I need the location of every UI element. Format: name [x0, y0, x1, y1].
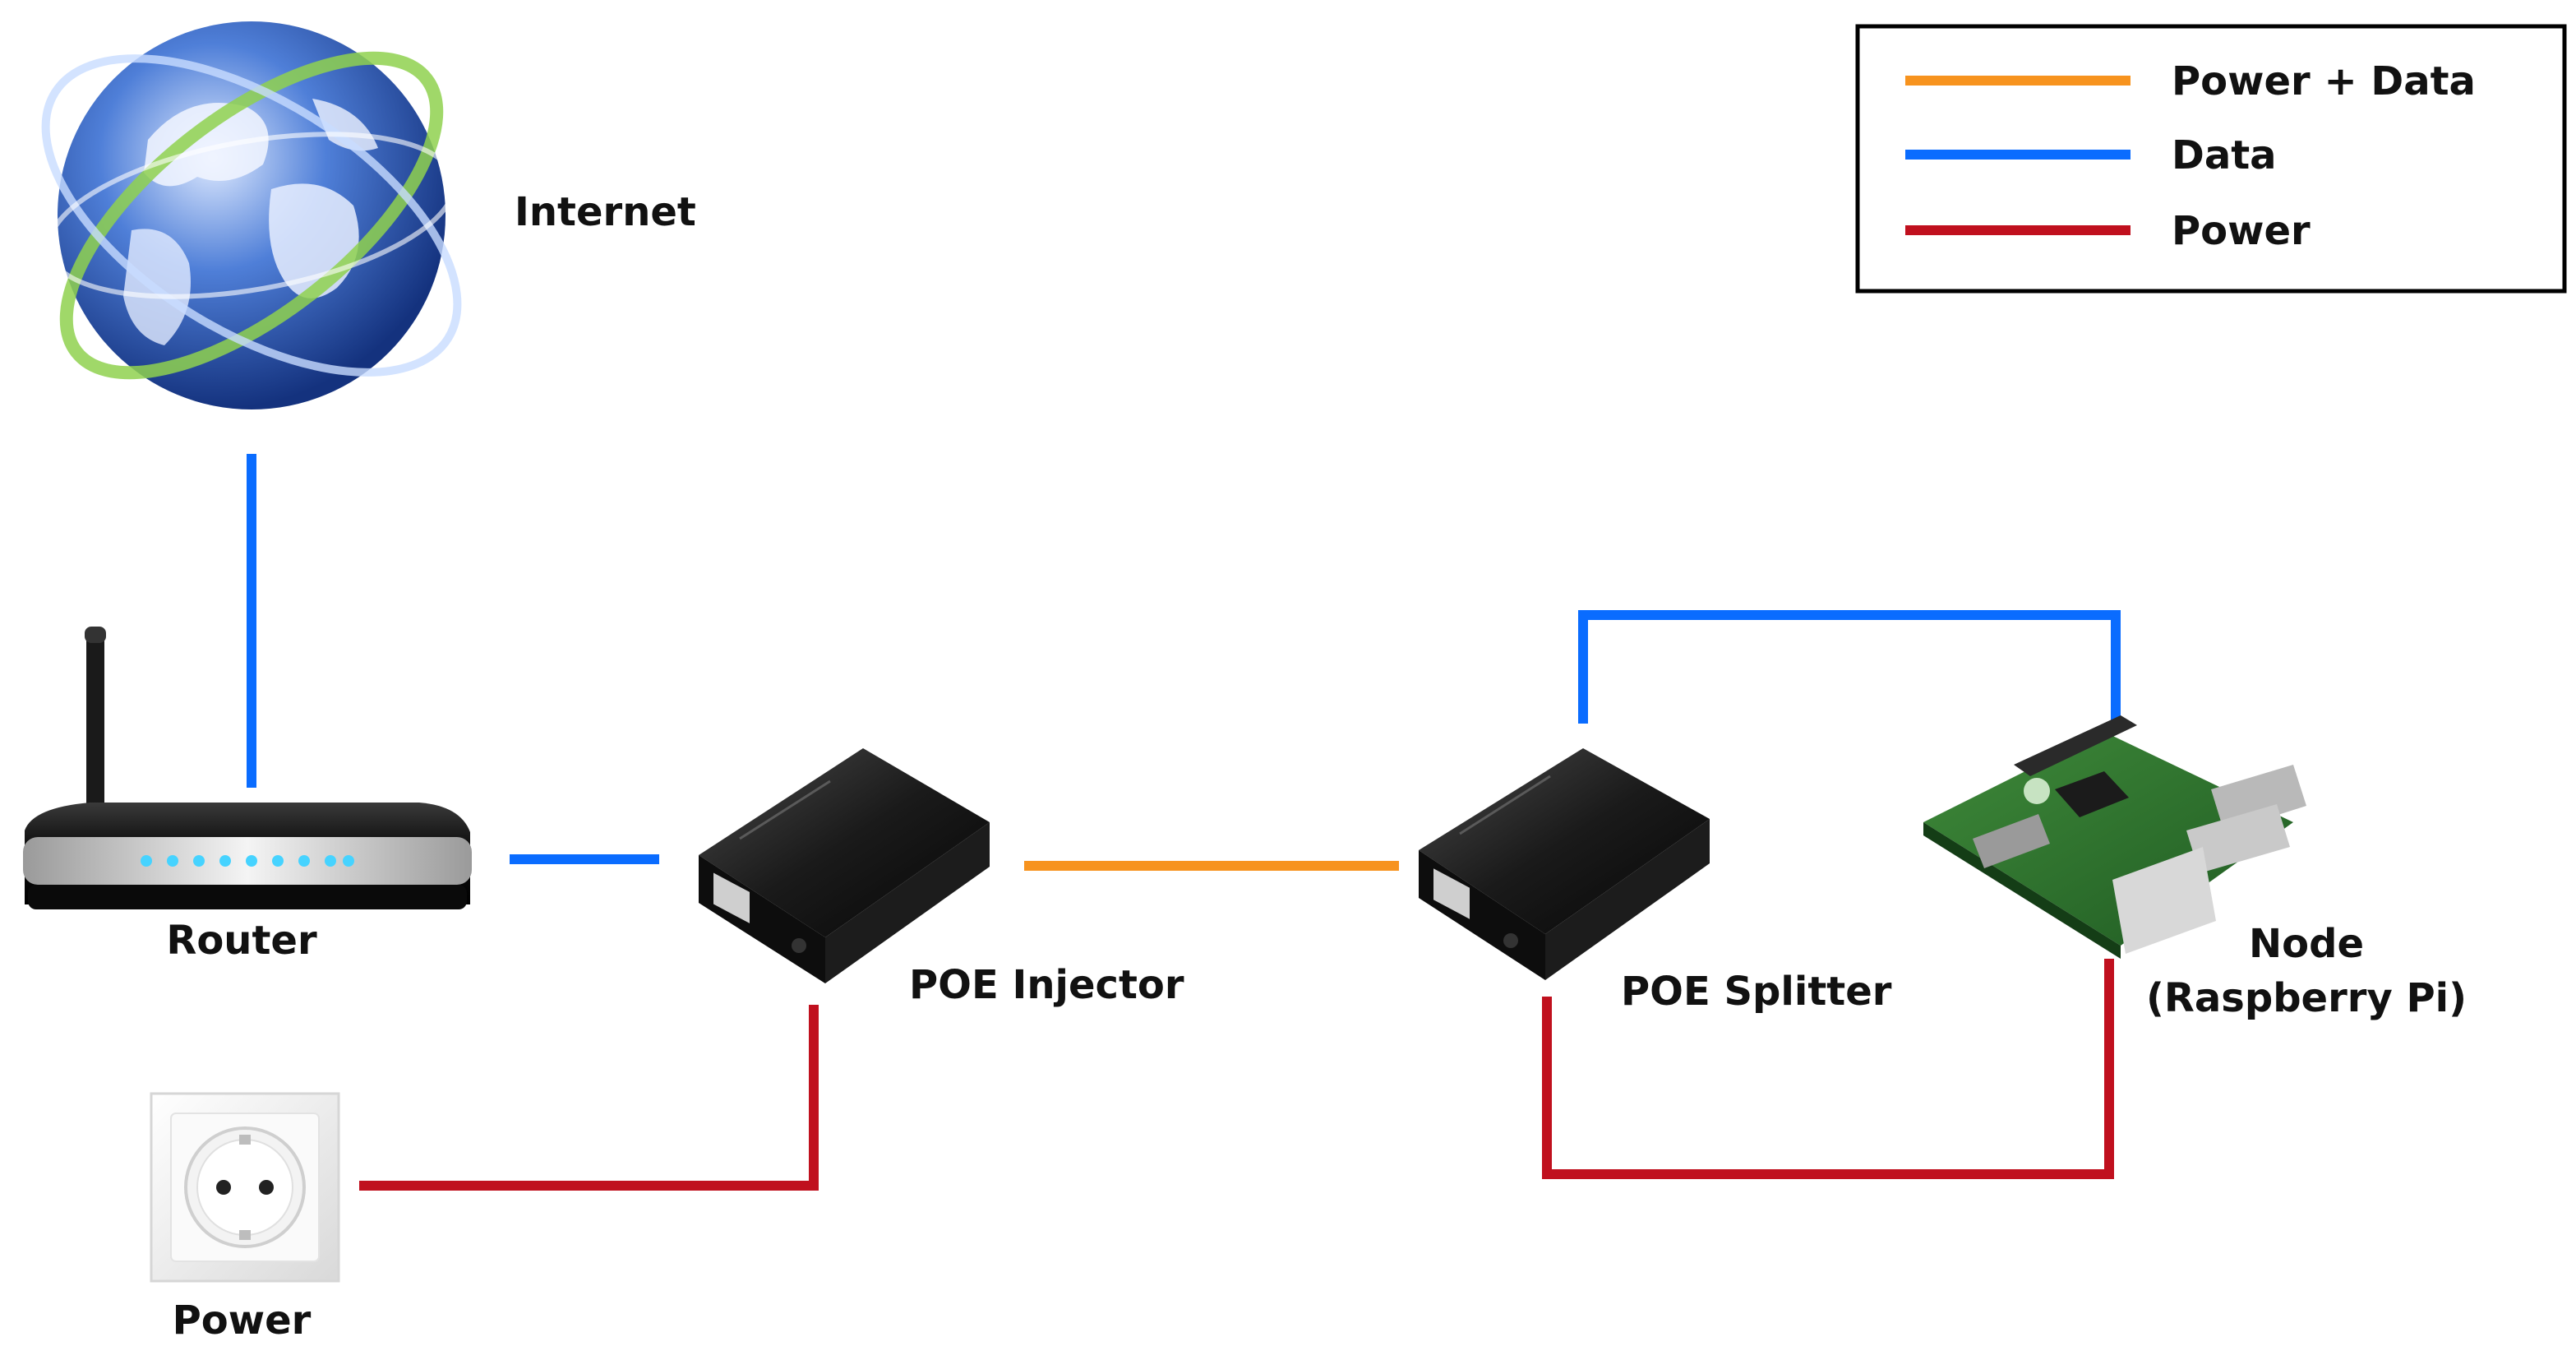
wire-splitter-node-power — [1542, 959, 2114, 1179]
wire-power-injector — [359, 1005, 819, 1191]
raspberry-pi-icon — [1923, 715, 2306, 959]
legend-label-power: Power — [2172, 208, 2311, 254]
legend-label-data: Data — [2172, 132, 2277, 178]
splitter-label: POE Splitter — [1621, 969, 1892, 1015]
injector-label: POE Injector — [909, 962, 1184, 1008]
connections — [247, 454, 2121, 1191]
router-icon — [23, 627, 472, 909]
legend-label-power-data: Power + Data — [2172, 58, 2476, 104]
wire-splitter-node-data — [1578, 610, 2121, 724]
node-label-line2: (Raspberry Pi) — [2146, 975, 2467, 1021]
legend-item-power-data: Power + Data — [1905, 58, 2476, 104]
globe-icon — [41, 21, 462, 409]
internet-label: Internet — [515, 189, 696, 235]
legend-item-power: Power — [1905, 208, 2311, 254]
wall-socket-icon — [150, 1092, 340, 1283]
legend: Power + Data Data Power — [1855, 24, 2567, 294]
power-label: Power — [173, 1298, 312, 1344]
poe-splitter-icon — [1419, 748, 1710, 980]
poe-injector-icon — [699, 748, 990, 983]
router-label: Router — [166, 918, 317, 964]
node-label-line1: Node — [2249, 921, 2364, 967]
legend-item-data: Data — [1905, 132, 2277, 178]
